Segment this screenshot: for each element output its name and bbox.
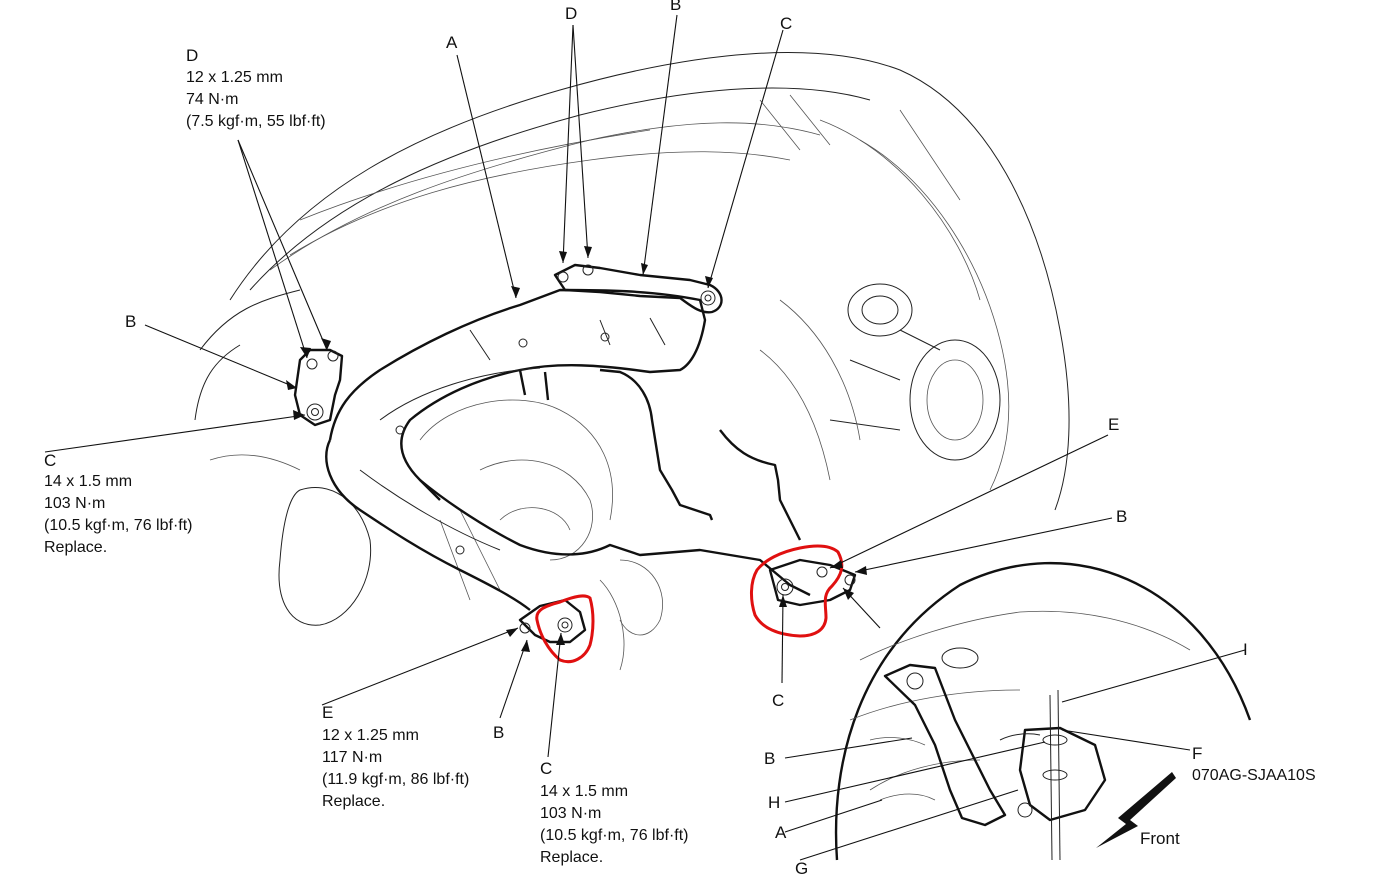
label-c-left: C — [44, 451, 56, 470]
spec-e-bottom-line1: 12 x 1.25 mm — [322, 727, 419, 744]
spec-d-left-line1: 12 x 1.25 mm — [186, 69, 283, 86]
front-subframe — [325, 288, 811, 611]
label-inset-g: G — [795, 859, 808, 878]
label-c-bottom: C — [540, 759, 552, 778]
spec-d-left-line3: (7.5 kgf·m, 55 lbf·ft) — [186, 113, 326, 130]
label-inset-f: F — [1192, 744, 1202, 763]
spec-e-bottom-line4: Replace. — [322, 793, 385, 810]
front-arrow — [1096, 772, 1176, 848]
label-inset-a: A — [775, 823, 787, 842]
label-front: Front — [1140, 829, 1180, 848]
label-inset-b: B — [764, 749, 775, 768]
inset-detail — [784, 562, 1252, 861]
red-markers — [535, 544, 844, 664]
part-code: 070AG-SJAA10S — [1192, 767, 1316, 784]
spec-c-bottom-line3: (10.5 kgf·m, 76 lbf·ft) — [540, 827, 689, 844]
spec-d-left-line2: 74 N·m — [186, 91, 238, 108]
label-b-bottom: B — [493, 723, 504, 742]
label-inset-h: H — [768, 793, 780, 812]
spec-c-bottom-line1: 14 x 1.5 mm — [540, 783, 628, 800]
red-circle-left-mount — [535, 594, 595, 664]
spec-c-left-line1: 14 x 1.5 mm — [44, 473, 132, 490]
label-b-right: B — [1116, 507, 1127, 526]
left-mount-bracket — [293, 348, 344, 427]
red-circle-right-mount — [750, 544, 844, 638]
stiffener-bar — [553, 263, 723, 314]
vehicle-body-outline — [194, 52, 1070, 511]
hub-assembly — [278, 283, 1001, 626]
spec-c-left-line4: Replace. — [44, 539, 107, 556]
label-b-top: B — [670, 0, 681, 14]
label-inset-i: I — [1243, 640, 1248, 659]
engine-underside — [419, 399, 663, 671]
bottom-left-mount — [518, 598, 587, 644]
spec-c-left-line3: (10.5 kgf·m, 76 lbf·ft) — [44, 517, 193, 534]
leader-lines — [44, 14, 1113, 758]
label-d-top: D — [565, 4, 577, 23]
label-d-left: D — [186, 46, 198, 65]
label-a-top: A — [446, 33, 458, 52]
spec-c-bottom-line2: 103 N·m — [540, 805, 601, 822]
label-c-top: C — [780, 14, 792, 33]
spec-c-bottom-line4: Replace. — [540, 849, 603, 866]
bottom-right-mount — [768, 558, 857, 607]
label-e-bottom: E — [322, 703, 333, 722]
spec-e-bottom-line2: 117 N·m — [322, 749, 382, 766]
label-e-right: E — [1108, 415, 1119, 434]
spec-c-left-line2: 103 N·m — [44, 495, 105, 512]
spec-e-bottom-line3: (11.9 kgf·m, 86 lbf·ft) — [322, 771, 469, 788]
label-c-bottom-right: C — [772, 691, 784, 710]
arrowheads — [286, 246, 867, 652]
label-b-left: B — [125, 312, 136, 331]
